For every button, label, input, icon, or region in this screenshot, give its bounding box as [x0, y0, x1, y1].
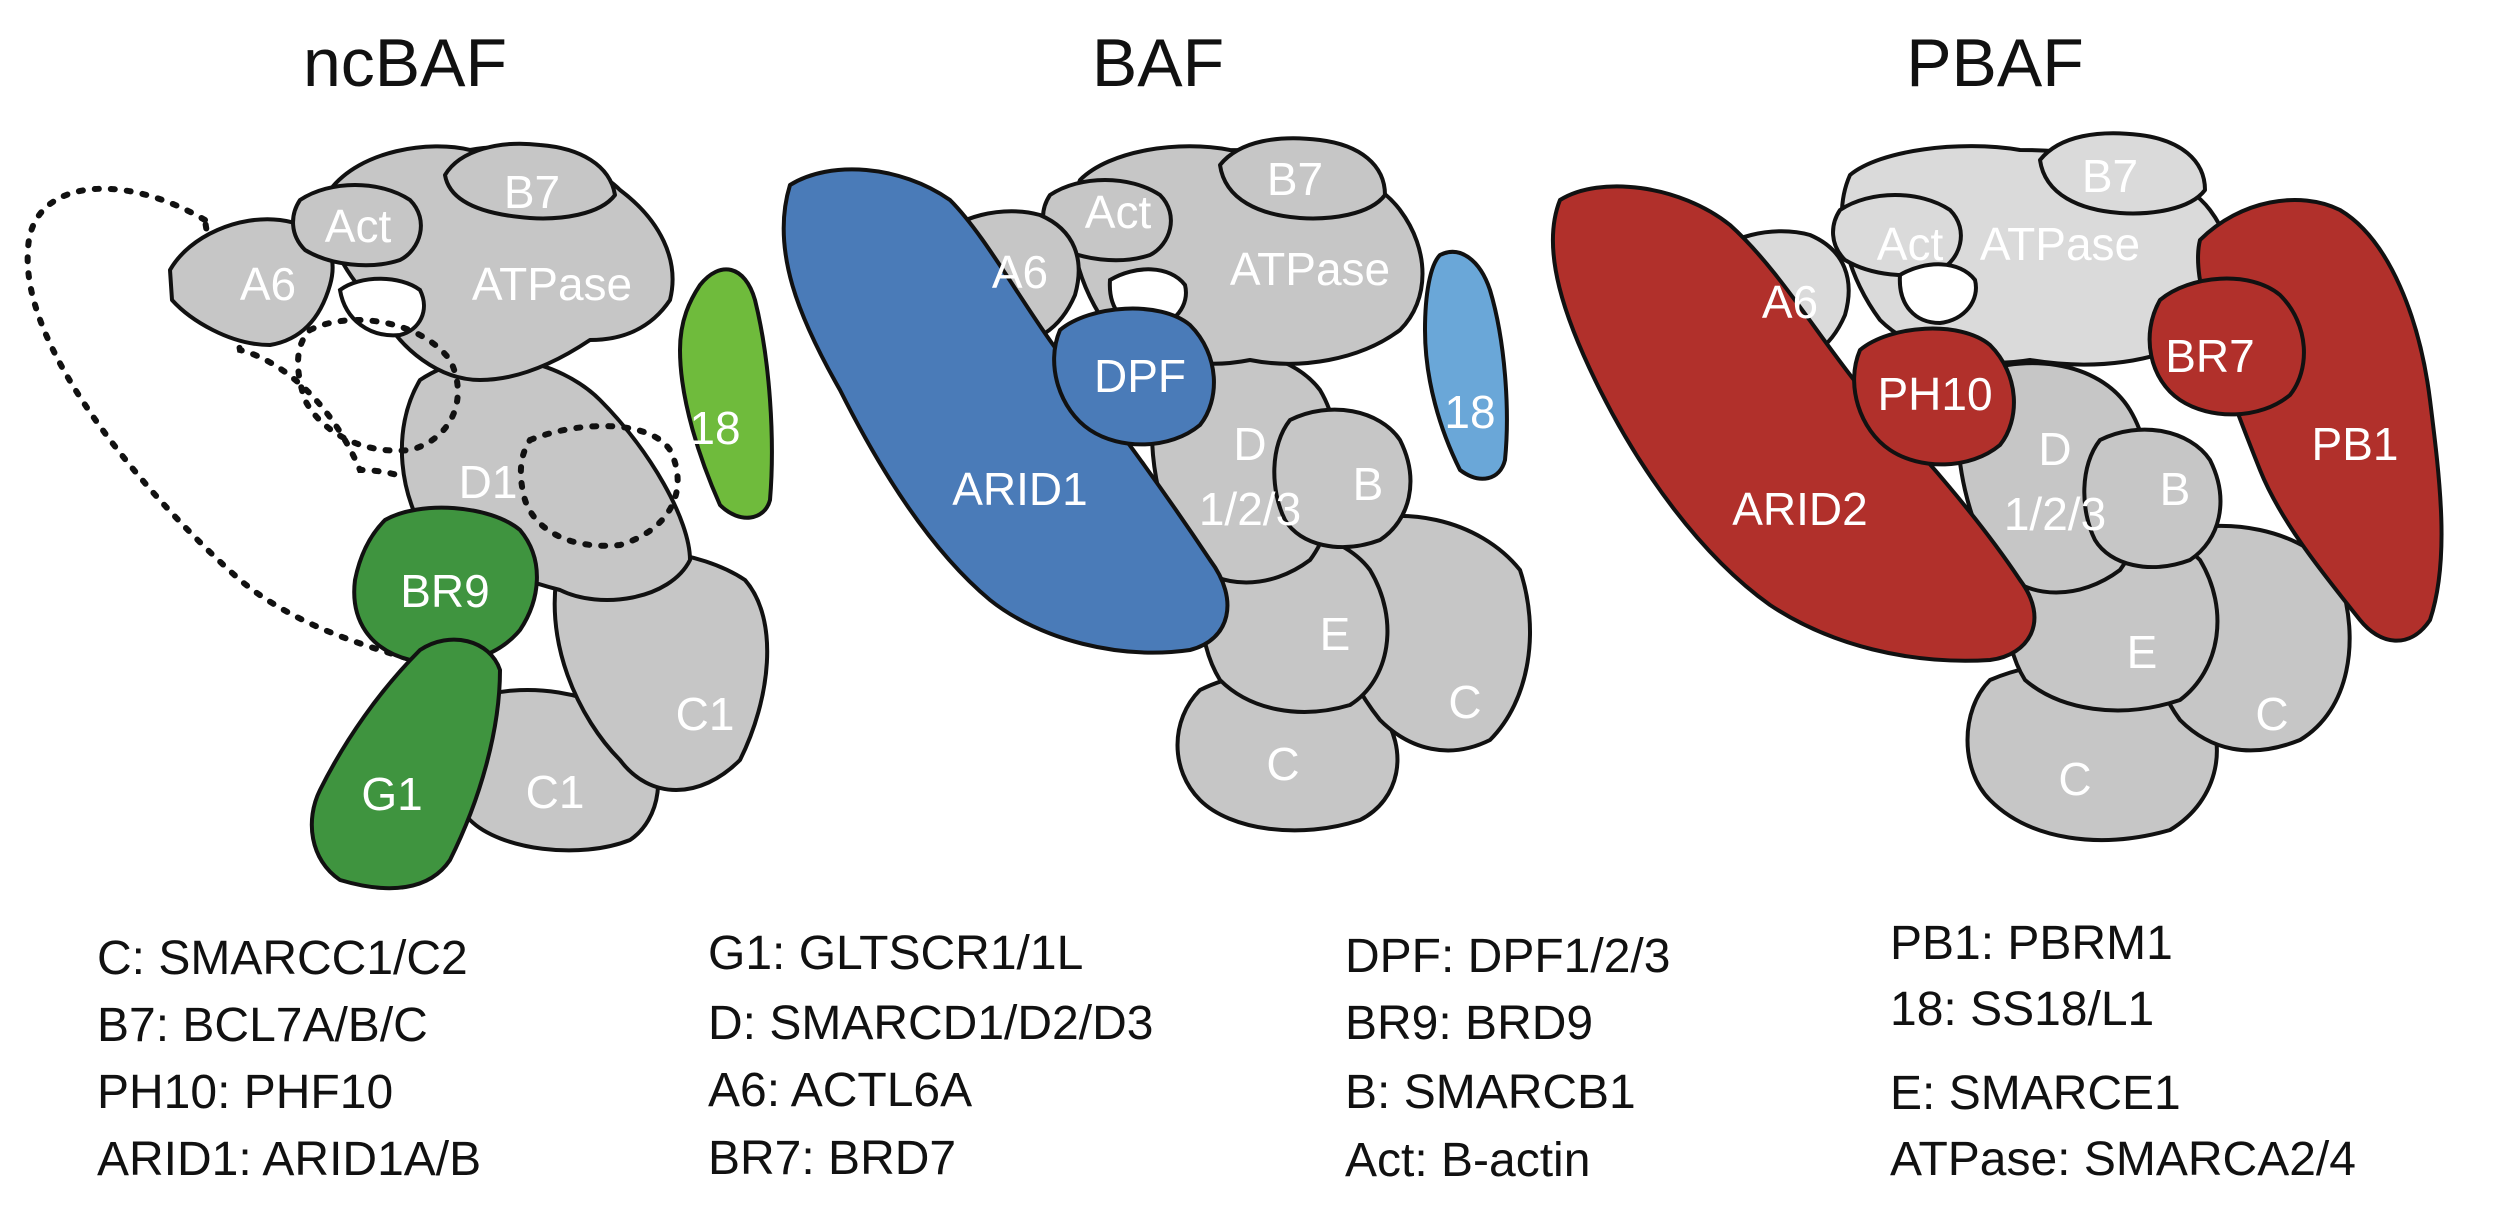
baf-d-label-line1: D	[1233, 418, 1266, 470]
ncbaf-atpase-label: ATPase	[472, 258, 632, 310]
baf-d-label-line2: 1/2/3	[1199, 483, 1301, 535]
baf-dpf-label: DPF	[1094, 350, 1186, 402]
pbaf-act-label: Act	[1877, 218, 1944, 270]
pbaf-b-label: B	[2160, 463, 2191, 515]
legend-item: B: SMARCB1	[1345, 1069, 1636, 1117]
legend-column-3: DPF: DPF1/2/3 BR9: BRD9 B: SMARCB1 Act: …	[1345, 933, 1865, 1193]
ncbaf-g1-label: G1	[361, 768, 422, 820]
legend-item: 18: SS18/L1	[1890, 986, 2154, 1034]
pbaf-c-bottom-label: C	[2058, 753, 2091, 805]
ncbaf-ss18-label: 18	[689, 402, 740, 454]
pbaf-d-label-line2: 1/2/3	[2004, 488, 2106, 540]
pbaf-title: PBAF	[1906, 25, 2084, 101]
legend-item: PH10: PHF10	[97, 1069, 393, 1117]
legend-item: G1: GLTSCR1/1L	[708, 930, 1083, 978]
ncbaf-c1-bottom-label: C1	[526, 766, 585, 818]
baf-atpase-label: ATPase	[1230, 243, 1390, 295]
pbaf-ph10-label: PH10	[1877, 368, 1992, 420]
ncbaf-title: ncBAF	[303, 25, 507, 101]
legend-item: DPF: DPF1/2/3	[1345, 933, 1670, 981]
legend-item: A6: ACTL6A	[708, 1067, 972, 1115]
ncbaf-a6-label: A6	[240, 258, 296, 310]
legend-item: D: SMARCD1/D2/D3	[708, 1000, 1153, 1048]
legend-item: Act: B-actin	[1345, 1137, 1590, 1185]
legend-item: C: SMARCC1/C2	[97, 935, 468, 983]
baf-arid1-label: ARID1	[952, 463, 1087, 515]
pbaf-atpase-hole	[1900, 264, 1976, 323]
pbaf-a6-label: A6	[1762, 276, 1818, 328]
baf-c-bottom-label: C	[1266, 738, 1299, 790]
legend-item: ATPase: SMARCA2/4	[1890, 1136, 2356, 1184]
baf-a6-label: A6	[992, 246, 1048, 298]
pbaf-c-right-label: C	[2255, 688, 2288, 740]
legend-item: PB1: PBRM1	[1890, 920, 2173, 968]
ncbaf-b7-label: B7	[504, 166, 560, 218]
baf-complex: A6 Act B7 ATPase DPF ARID1 D 1/2/3 B 18 …	[784, 138, 1530, 830]
baf-title: BAF	[1092, 25, 1224, 101]
pbaf-complex: A6 Act B7 ATPase PH10 ARID2 D 1/2/3 B BR…	[1553, 133, 2442, 840]
ncbaf-complex: A6 Act B7 ATPase 18 D1 BR9 G1 C1 C1	[28, 144, 772, 888]
ncbaf-br9-label: BR9	[400, 565, 489, 617]
baf-act-label: Act	[1085, 186, 1152, 238]
legend-column-2: G1: GLTSCR1/1L D: SMARCD1/D2/D3 A6: ACTL…	[708, 930, 1268, 1190]
baf-c-right-label: C	[1448, 676, 1481, 728]
pbaf-pb1-label: PB1	[2312, 418, 2399, 470]
baf-b7-label: B7	[1267, 153, 1323, 205]
pbaf-br7-label: BR7	[2165, 330, 2254, 382]
legend-column-4: PB1: PBRM1 18: SS18/L1 E: SMARCE1 ATPase…	[1890, 920, 2490, 1200]
pbaf-b7-label: B7	[2082, 150, 2138, 202]
ncbaf-act-label: Act	[325, 200, 392, 252]
ncbaf-c1-right-label: C1	[676, 688, 735, 740]
baf-ss18-label: 18	[1444, 386, 1495, 438]
legend-item: B7: BCL7A/B/C	[97, 1002, 428, 1050]
ncbaf-atpase-hole	[340, 279, 424, 336]
baf-e-label: E	[1320, 608, 1351, 660]
baf-b-label: B	[1353, 458, 1384, 510]
ncbaf-ss18	[680, 269, 772, 517]
pbaf-e-label: E	[2127, 626, 2158, 678]
legend-item: BR7: BRD7	[708, 1135, 956, 1183]
legend-column-1: C: SMARCC1/C2 B7: BCL7A/B/C PH10: PHF10 …	[97, 935, 577, 1195]
ncbaf-d1-label: D1	[459, 456, 518, 508]
ncbaf-g1	[312, 640, 500, 889]
pbaf-d-label-line1: D	[2038, 423, 2071, 475]
legend-item: BR9: BRD9	[1345, 1000, 1593, 1048]
legend-item: E: SMARCE1	[1890, 1070, 2181, 1118]
baf-ss18	[1425, 252, 1507, 479]
legend-item: ARID1: ARID1A/B	[97, 1136, 481, 1184]
pbaf-arid2-label: ARID2	[1732, 483, 1867, 535]
pbaf-atpase-label: ATPase	[1980, 218, 2140, 270]
